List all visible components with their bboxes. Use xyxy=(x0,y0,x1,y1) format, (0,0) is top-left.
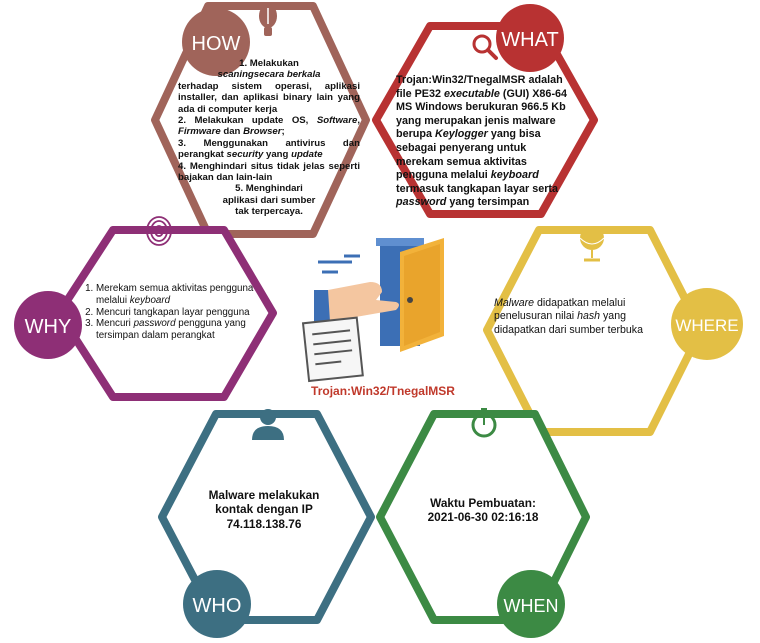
how-item3-security: security xyxy=(226,149,264,161)
stopwatch-icon xyxy=(471,408,497,438)
how-item2-firmware: Firmware xyxy=(178,126,221,138)
who-hexagon xyxy=(158,410,375,624)
how-item2-browser: Browser xyxy=(243,126,282,138)
how-item2-software: Software xyxy=(316,115,358,127)
why-text: Merekam semua aktivitas pengguna melalui… xyxy=(80,283,256,342)
fingerprint-icon xyxy=(146,216,172,246)
why-list: Merekam semua aktivitas pengguna melalui… xyxy=(80,283,256,342)
how-item1-head: 1. Melakukan xyxy=(239,58,299,69)
what-t3-italic: keyboard xyxy=(490,169,539,182)
what-label: WHAT xyxy=(501,29,558,51)
who-badge: WHO xyxy=(183,570,251,638)
what-badge: WHAT xyxy=(496,4,564,72)
why-badge: WHY xyxy=(14,291,82,359)
why-li2: Mencuri tangkapan layar pengguna xyxy=(96,306,250,318)
how-item5-c: tak terpercaya. xyxy=(235,206,303,218)
hand-document-door-icon xyxy=(301,238,444,383)
what-t1-italic: executable xyxy=(444,87,500,100)
where-w2: yang didapatkan dari sumber terbuka xyxy=(494,310,643,336)
what-text: Trojan:Win32/TnegalMSR adalah file PE32 … xyxy=(396,74,570,210)
how-text: 1. Melakukan scaningsecara berkala terha… xyxy=(178,58,361,218)
how-item3-update: update xyxy=(291,149,323,161)
what-t1: Trojan:Win32/TnegalMSR adalah file PE32 xyxy=(396,74,563,100)
what-t4-italic: password xyxy=(396,196,447,209)
why-item-2: Mencuri tangkapan layar pengguna xyxy=(96,307,256,319)
how-badge: HOW xyxy=(182,8,250,76)
lightbulb-icon xyxy=(259,4,277,36)
what-t2: (GUI) X86-64 MS Windows berukuran 966.5 … xyxy=(396,87,568,141)
where-w1: didapatkan melalui penelusuran nilai xyxy=(494,297,626,323)
where-hexagon xyxy=(483,226,705,436)
why-li3-italic: password xyxy=(133,318,176,330)
when-badge: WHEN xyxy=(497,570,565,638)
how-item3-a: 3. Menggunakan antivirus dan perangkat xyxy=(178,137,360,161)
why-li1-italic: keyboard xyxy=(129,294,171,306)
how-item5-b: aplikasi dari sumber xyxy=(222,194,316,206)
why-label: WHY xyxy=(25,316,72,338)
what-t2-italic: Keylogger xyxy=(435,128,488,141)
where-hash: hash xyxy=(577,310,601,323)
how-item4: 4. Menghindari situs tidak jelas seperti… xyxy=(178,160,360,184)
magnifier-icon xyxy=(472,34,498,60)
how-label: HOW xyxy=(192,33,241,55)
when-label-text: Waktu Pembuatan: xyxy=(430,496,536,510)
when-label: WHEN xyxy=(504,596,559,616)
how-item1-italic: scaningsecara berkala xyxy=(217,69,321,81)
when-datetime: 2021-06-30 02:16:18 xyxy=(427,510,539,525)
what-t5: yang tersimpan xyxy=(449,196,530,209)
where-label: WHERE xyxy=(675,316,738,335)
how-item2-a: 2. Melakukan update OS, xyxy=(178,115,309,127)
what-t3: yang bisa sebagai penyerang untuk mereka… xyxy=(396,128,541,182)
who-label: WHO xyxy=(193,595,242,617)
how-item3-yang: yang xyxy=(266,149,289,161)
why-item-1: Merekam semua aktivitas pengguna melalui… xyxy=(96,283,256,307)
why-item-3: Mencuri password pengguna yang tersimpan… xyxy=(96,318,256,342)
who-ip: 74.118.138.76 xyxy=(226,516,302,531)
how-item1-rest: terhadap sistem operasi, aplikasi instal… xyxy=(178,80,360,115)
person-icon xyxy=(252,409,284,440)
how-item5-a: 5. Menghindari xyxy=(235,183,303,195)
where-badge: WHERE xyxy=(671,288,743,360)
why-li3-a: Mencuri xyxy=(96,318,131,330)
center-caption: Trojan:Win32/TnegalMSR xyxy=(311,384,455,398)
why-li3-b: pengguna yang tersimpan dalam perangkat xyxy=(96,318,246,342)
where-text: Malware didapatkan melalui penelusuran n… xyxy=(494,297,664,337)
when-text: Waktu Pembuatan: 2021-06-30 02:16:18 xyxy=(408,496,558,525)
who-sentence: Malware melakukan kontak dengan IP xyxy=(208,488,320,517)
how-item2-and: dan xyxy=(223,126,241,138)
globe-icon xyxy=(579,226,605,262)
what-t4: termasuk tangkapan layar serta xyxy=(396,182,559,195)
why-li1-a: Merekam semua aktivitas pengguna melalui xyxy=(96,283,254,306)
where-italic: Malware xyxy=(494,297,535,309)
who-text: Malware melakukan kontak dengan IP 74.11… xyxy=(194,488,334,531)
